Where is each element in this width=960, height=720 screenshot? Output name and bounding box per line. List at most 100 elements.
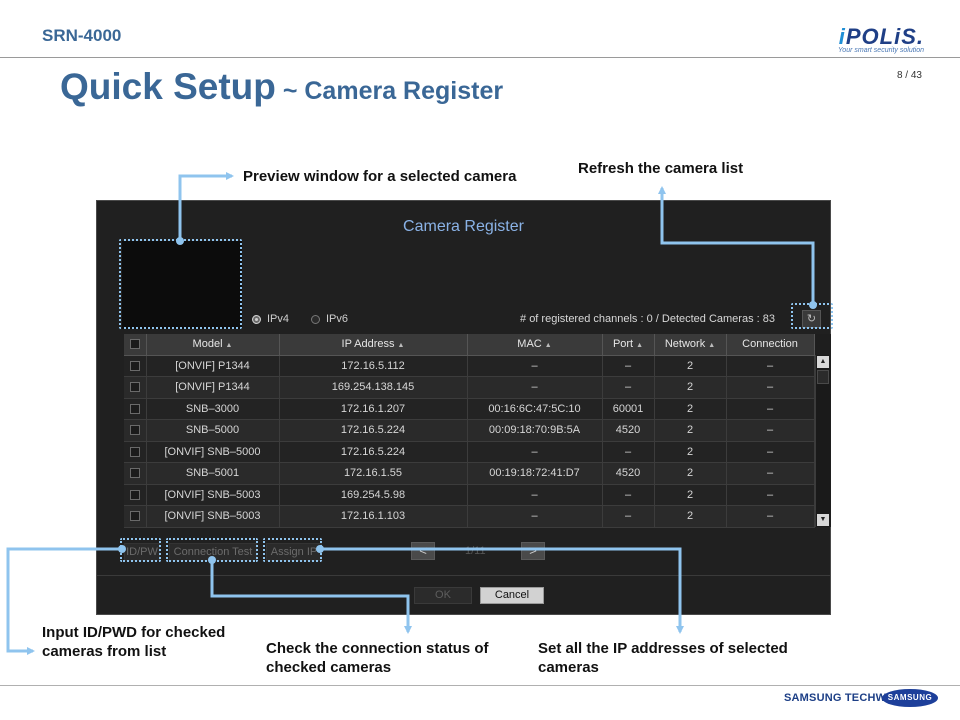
cell-connection: – — [726, 355, 815, 377]
table-row[interactable]: SNB–5000 172.16.5.224 00:09:18:70:9B:5A … — [124, 419, 815, 442]
radio-ipv6[interactable]: IPv6 — [311, 313, 348, 325]
radio-ipv6-dot[interactable] — [311, 314, 320, 324]
page-prev-button[interactable]: < — [411, 542, 435, 560]
sort-up-icon: ▲ — [544, 342, 552, 350]
table-row[interactable]: SNB–3000 172.16.1.207 00:16:6C:47:5C:10 … — [124, 398, 815, 420]
column-header-model[interactable]: Model▲ — [146, 334, 280, 356]
radio-ipv4-label: IPv4 — [267, 313, 290, 325]
sort-up-icon: ▲ — [397, 342, 405, 350]
header-divider — [0, 57, 960, 58]
cell-port: – — [602, 355, 655, 377]
callout-refresh: Refresh the camera list — [578, 160, 744, 177]
cell-connection: – — [726, 505, 815, 528]
row-checkbox[interactable] — [129, 425, 140, 436]
cancel-button[interactable]: Cancel — [480, 587, 544, 604]
scroll-up-icon[interactable]: ▲ — [817, 356, 829, 368]
cell-network: 2 — [654, 419, 727, 442]
table-row[interactable]: [ONVIF] P1344 169.254.138.145 – – 2 – — [124, 376, 815, 399]
row-checkbox-cell[interactable] — [124, 355, 147, 377]
select-all-checkbox[interactable] — [129, 339, 140, 350]
page-title: Quick Setup ~ Camera Register — [60, 66, 503, 108]
cell-port: 60001 — [602, 398, 655, 420]
camera-table: Model▲ IP Address▲ MAC▲ Port▲ Network▲ C… — [124, 334, 831, 528]
highlight-idpw — [120, 538, 161, 562]
cell-network: 2 — [654, 355, 727, 377]
scroll-down-icon[interactable]: ▼ — [817, 514, 829, 526]
callout-preview: Preview window for a selected camera — [243, 168, 517, 185]
cell-model: [ONVIF] P1344 — [146, 376, 280, 399]
cell-model: [ONVIF] SNB–5003 — [146, 505, 280, 528]
footer-divider — [0, 685, 960, 686]
column-header-network[interactable]: Network▲ — [654, 334, 727, 356]
table-row[interactable]: SNB–5001 172.16.1.55 00:19:18:72:41:D7 4… — [124, 462, 815, 485]
row-checkbox[interactable] — [129, 489, 140, 500]
table-row[interactable]: [ONVIF] SNB–5003 172.16.1.103 – – 2 – — [124, 505, 815, 528]
cell-network: 2 — [654, 398, 727, 420]
title-sub: ~ Camera Register — [275, 77, 504, 105]
table-scrollbar[interactable]: ▲ ▼ — [815, 355, 830, 527]
samsung-logo: SAMSUNG — [882, 689, 938, 707]
cell-connection: – — [726, 484, 815, 506]
radio-ipv4-dot[interactable] — [252, 314, 261, 324]
highlight-assign-ip — [263, 538, 322, 562]
cell-connection: – — [726, 441, 815, 463]
cell-port: – — [602, 484, 655, 506]
row-checkbox[interactable] — [129, 360, 140, 371]
row-checkbox-cell[interactable] — [124, 419, 147, 442]
cell-network: 2 — [654, 462, 727, 485]
cell-ip: 172.16.1.103 — [279, 505, 468, 528]
title-main: Quick Setup — [60, 66, 276, 107]
row-checkbox-cell[interactable] — [124, 441, 147, 463]
connection-test-button[interactable]: Connection Test — [169, 543, 257, 561]
cell-model: SNB–5000 — [146, 419, 280, 442]
table-row[interactable]: [ONVIF] SNB–5003 169.254.5.98 – – 2 – — [124, 484, 815, 506]
cell-connection: – — [726, 419, 815, 442]
cell-connection: – — [726, 376, 815, 399]
dialog-divider — [97, 575, 830, 576]
row-checkbox-cell[interactable] — [124, 505, 147, 528]
ok-button[interactable]: OK — [414, 587, 472, 604]
radio-ipv4[interactable]: IPv4 — [252, 313, 289, 325]
row-checkbox[interactable] — [129, 446, 140, 457]
cell-network: 2 — [654, 376, 727, 399]
cell-ip: 172.16.5.224 — [279, 419, 468, 442]
row-checkbox-cell[interactable] — [124, 398, 147, 420]
cell-ip: 172.16.5.112 — [279, 355, 468, 377]
page-number: 8 / 43 — [896, 70, 922, 81]
table-row[interactable]: [ONVIF] SNB–5000 172.16.5.224 – – 2 – — [124, 441, 815, 463]
row-checkbox-cell[interactable] — [124, 484, 147, 506]
cell-mac: – — [467, 484, 603, 506]
sort-up-icon: ▲ — [225, 342, 233, 350]
row-checkbox[interactable] — [129, 511, 140, 522]
cell-connection: – — [726, 398, 815, 420]
highlight-connection-test — [166, 538, 258, 562]
row-checkbox-cell[interactable] — [124, 376, 147, 399]
table-row[interactable]: [ONVIF] P1344 172.16.5.112 – – 2 – — [124, 355, 815, 377]
row-checkbox[interactable] — [129, 403, 140, 414]
sort-up-icon: ▲ — [708, 342, 716, 350]
cell-port: 4520 — [602, 462, 655, 485]
idpw-button[interactable]: ID/PW — [124, 543, 160, 561]
column-header-mac[interactable]: MAC▲ — [467, 334, 603, 356]
table-header-row: Model▲ IP Address▲ MAC▲ Port▲ Network▲ C… — [124, 334, 815, 356]
cell-mac: – — [467, 355, 603, 377]
row-checkbox[interactable] — [129, 382, 140, 393]
cell-mac: 00:19:18:72:41:D7 — [467, 462, 603, 485]
row-checkbox[interactable] — [129, 468, 140, 479]
cell-model: [ONVIF] SNB–5000 — [146, 441, 280, 463]
column-header-connection[interactable]: Connection — [726, 334, 815, 356]
cell-ip: 172.16.5.224 — [279, 441, 468, 463]
refresh-icon: ↻ — [806, 313, 817, 325]
callout-assign-ip: Set all the IP addresses of selected cam… — [538, 640, 788, 676]
column-header-ip[interactable]: IP Address▲ — [279, 334, 468, 356]
page-next-button[interactable]: > — [521, 542, 545, 560]
cell-network: 2 — [654, 484, 727, 506]
dialog-title: Camera Register — [403, 218, 524, 235]
cell-model: [ONVIF] SNB–5003 — [146, 484, 280, 506]
row-checkbox-cell[interactable] — [124, 462, 147, 485]
cell-port: – — [602, 441, 655, 463]
cell-model: SNB–5001 — [146, 462, 280, 485]
column-header-port[interactable]: Port▲ — [602, 334, 655, 356]
scroll-thumb[interactable] — [817, 370, 829, 384]
select-all-checkbox-cell[interactable] — [124, 334, 147, 356]
